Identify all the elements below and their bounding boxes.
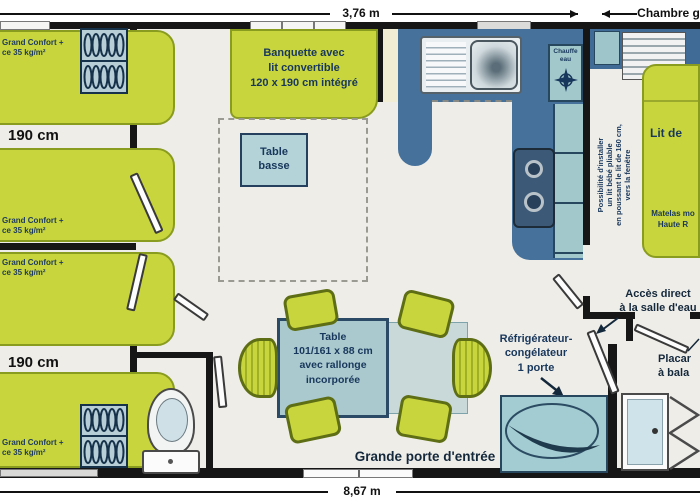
dining-table-line2: 101/161 x 88 cm bbox=[293, 345, 373, 358]
bed-length-label-2: 190 cm bbox=[8, 354, 59, 371]
wall-bathroom-top bbox=[583, 312, 635, 319]
dimension-line-width bbox=[0, 13, 578, 15]
sink-drainboard bbox=[426, 42, 466, 88]
chair-bottom-right bbox=[394, 393, 454, 445]
banquette-line3: 120 x 190 cm intégré bbox=[250, 76, 358, 89]
bed-1-label-line1: Grand Confort + bbox=[2, 38, 64, 47]
bed-1-label: Grand Confort + ce 35 kg/m² bbox=[2, 38, 64, 59]
coffee-table bbox=[240, 133, 308, 187]
kitchen-cabinets bbox=[553, 104, 583, 258]
closet-leader-line bbox=[687, 338, 700, 352]
master-bed-pillow-line bbox=[644, 100, 698, 102]
dining-table-line4: incorporée bbox=[305, 373, 361, 386]
note-line2: un lit bébé pliable bbox=[605, 143, 614, 207]
fridge-line1: Réfrigérateur- bbox=[499, 333, 573, 345]
bed-2-label-line1: Grand Confort + bbox=[2, 216, 64, 225]
window-top-left bbox=[0, 21, 50, 30]
bed-1-label-line2: ce 35 kg/m² bbox=[2, 48, 46, 58]
dimension-arrow-right bbox=[570, 10, 578, 18]
fridge-line3: 1 porte bbox=[517, 361, 555, 374]
dimension-bedroom-label: Chambre g bbox=[637, 5, 700, 21]
wall-wc-top bbox=[130, 352, 212, 358]
master-mattress-label: Matelas mo Haute R bbox=[646, 208, 700, 230]
folding-door-icon bbox=[667, 395, 700, 471]
wardrobe-icon-top bbox=[80, 28, 128, 94]
coffee-table-line1: Table bbox=[260, 146, 288, 158]
bed-3 bbox=[0, 252, 175, 346]
dining-table-line3: avec rallonge bbox=[299, 359, 367, 372]
fridge-arrow-icon bbox=[540, 377, 564, 397]
fridge-unit bbox=[500, 395, 608, 473]
fridge-top-view-icon bbox=[505, 403, 600, 459]
bedroom-headboard-shelf bbox=[594, 31, 620, 65]
access-line2: à la salle d'eau bbox=[619, 302, 697, 315]
dimension-length-label: 8,67 m bbox=[328, 483, 396, 499]
sink-bowl bbox=[470, 40, 518, 90]
bed-4-label-line1: Grand Confort + bbox=[2, 438, 64, 447]
water-heater-label: Chauffe eau bbox=[548, 48, 583, 65]
bed-4-label: Grand Confort + ce 35 kg/m² bbox=[2, 438, 64, 459]
bed-3-label-line1: Grand Confort + bbox=[2, 258, 64, 267]
wall-bathroom-divider bbox=[608, 344, 617, 468]
banquette-label: Banquette avec lit convertible 120 x 190… bbox=[232, 46, 376, 91]
bed-4-label-line2: ce 35 kg/m² bbox=[2, 448, 46, 458]
banquette-line2: lit convertible bbox=[268, 61, 340, 74]
note-line1: Possibilité d'installer bbox=[596, 137, 605, 213]
bed-2-label-line2: ce 35 kg/m² bbox=[2, 226, 46, 236]
note-line4: vers la fenêtre bbox=[623, 149, 632, 201]
wall-bathroom-stub bbox=[626, 319, 633, 341]
dining-table-line1: Table bbox=[319, 331, 347, 343]
entry-door-opening bbox=[303, 469, 413, 478]
fridge-label: Réfrigérateur- congélateur 1 porte bbox=[486, 332, 586, 375]
window-bottom-left bbox=[0, 469, 98, 477]
kitchen-zone-line bbox=[432, 100, 512, 102]
master-mattress-line1: Matelas mo bbox=[651, 209, 695, 218]
dimension-arrow-left bbox=[602, 10, 610, 18]
coffee-table-line2: basse bbox=[258, 160, 290, 173]
bathroom-door-handle bbox=[652, 428, 658, 434]
banquette bbox=[230, 29, 378, 119]
bathroom-access-label: Accès direct à la salle d'eau bbox=[608, 287, 700, 316]
master-bed-label: Lit de bbox=[650, 126, 682, 140]
stove-burner-2 bbox=[524, 192, 544, 212]
banquette-line1: Banquette avec bbox=[263, 47, 345, 59]
wall-bedroom-post bbox=[583, 296, 590, 319]
note-line3: en poussant le lit de 160 cm, bbox=[614, 124, 623, 226]
wall-top bbox=[0, 22, 700, 29]
closet-line1: Placar bbox=[658, 353, 692, 365]
water-heater-line2: eau bbox=[559, 56, 572, 64]
armchair-left bbox=[238, 338, 278, 398]
wardrobe-icon-bottom bbox=[80, 404, 128, 468]
baby-bed-note: Possibilité d'installer un lit bébé plia… bbox=[596, 95, 632, 255]
floor-strip bbox=[383, 29, 398, 102]
coffee-table-label: Table basse bbox=[240, 145, 308, 174]
wall-kitchen-stub bbox=[376, 22, 383, 102]
bed-3-label: Grand Confort + ce 35 kg/m² bbox=[2, 258, 64, 279]
closet-line2: à bala bbox=[658, 367, 690, 380]
wall-wc-right bbox=[206, 352, 213, 470]
master-mattress-line2: Haute R bbox=[657, 220, 689, 230]
armchair-right bbox=[452, 338, 492, 398]
wall-bedroom-left bbox=[583, 22, 590, 245]
bed-length-label-1: 190 cm bbox=[8, 127, 59, 144]
access-line1: Accès direct bbox=[625, 288, 691, 300]
wall-bathroom-right-stub bbox=[690, 312, 700, 319]
water-heater-compass-icon bbox=[554, 68, 578, 92]
stove-burner-1 bbox=[525, 160, 543, 178]
bed-3-label-line2: ce 35 kg/m² bbox=[2, 268, 46, 278]
access-arrow-left-icon bbox=[596, 317, 619, 334]
water-heater-line1: Chauffe bbox=[553, 48, 578, 55]
bed-2-label: Grand Confort + ce 35 kg/m² bbox=[2, 216, 64, 237]
toilet-bowl bbox=[156, 398, 188, 442]
toilet-button bbox=[168, 459, 173, 464]
entry-door-label: Grande porte d'entrée bbox=[354, 449, 496, 464]
fridge-line2: congélateur bbox=[504, 347, 568, 360]
wall-left-bedroom-divider bbox=[0, 243, 136, 250]
master-bed bbox=[642, 64, 700, 258]
convertible-bed-outline bbox=[218, 118, 368, 282]
dimension-width-label: 3,76 m bbox=[330, 5, 392, 21]
dining-table-label: Table 101/161 x 88 cm avec rallonge inco… bbox=[277, 330, 389, 387]
broom-closet-label: Placar à bala bbox=[658, 352, 700, 381]
